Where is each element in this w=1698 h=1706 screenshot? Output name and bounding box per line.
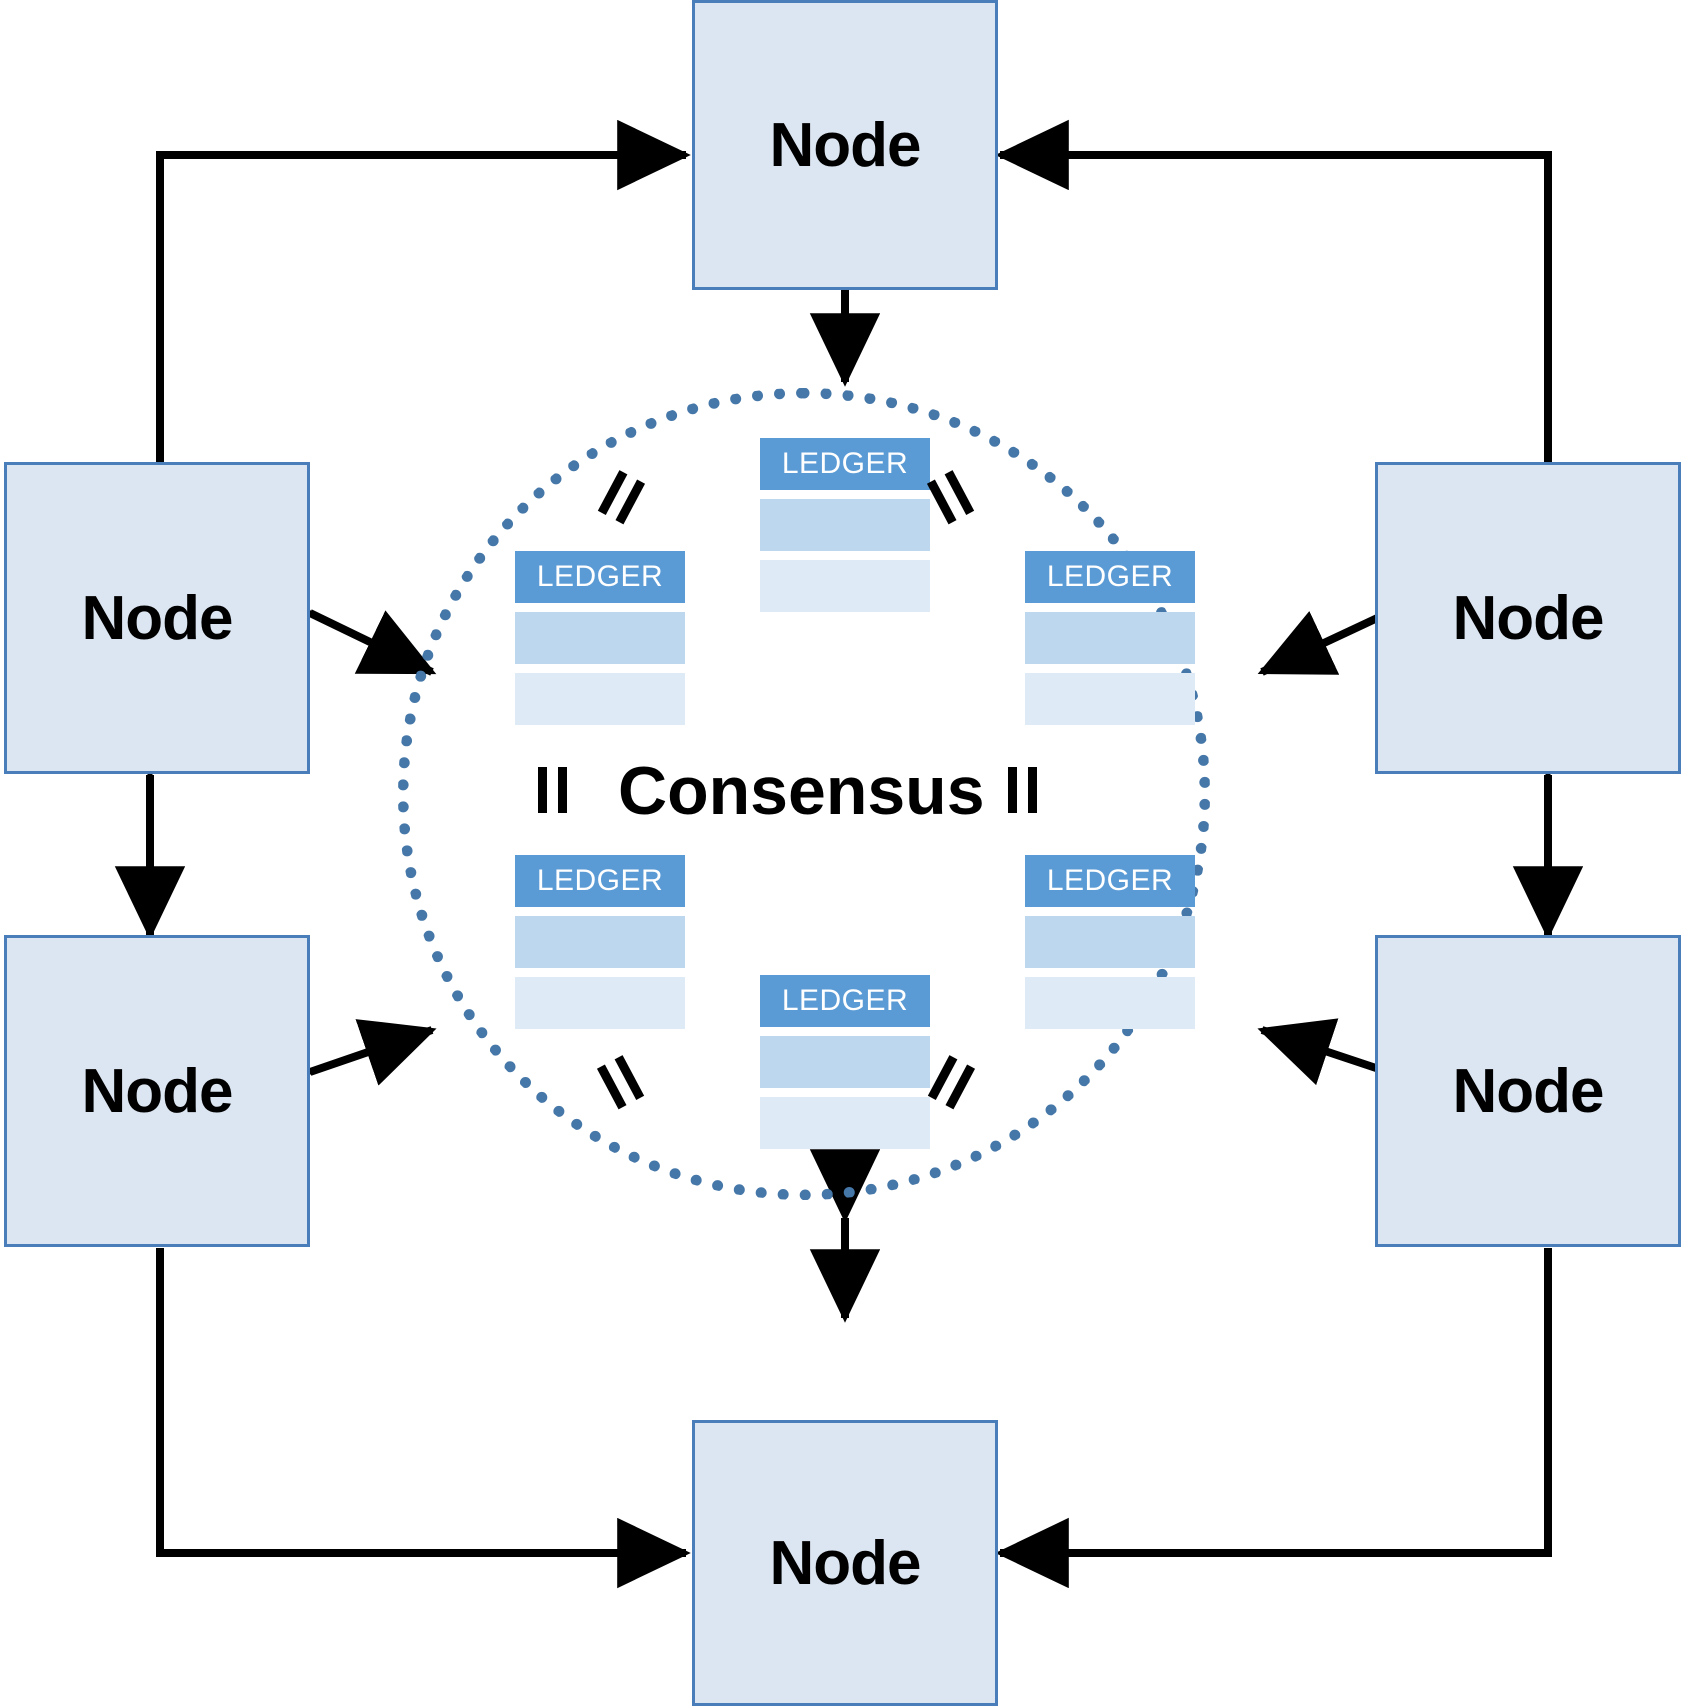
ledger-top-row-1 bbox=[760, 499, 930, 551]
ledger-lower-left-row-1 bbox=[515, 916, 685, 968]
ledger-lower-right-row-1 bbox=[1025, 916, 1195, 968]
node-top-label: Node bbox=[769, 110, 922, 180]
equals-mid-right-icon bbox=[1003, 767, 1043, 813]
node-right-upper[interactable]: Node bbox=[1375, 462, 1681, 774]
arrow-rightlower-to-bottom bbox=[995, 1248, 1552, 1589]
ledger-bottom-row-2 bbox=[760, 1097, 930, 1149]
ledger-lower-left-row-2 bbox=[515, 977, 685, 1029]
arrow-leftupper-node-to-consensus bbox=[232, 551, 437, 676]
node-left-upper[interactable]: Node bbox=[4, 462, 310, 774]
node-right-lower-label: Node bbox=[1452, 1056, 1605, 1126]
consensus-circle bbox=[398, 388, 1210, 1200]
ledger-top-header: LEDGER bbox=[760, 438, 930, 490]
arrow-leftlower-node-to-consensus bbox=[233, 1019, 437, 1128]
ledger-top[interactable]: LEDGER bbox=[760, 438, 930, 612]
ledger-upper-left-row-1 bbox=[515, 612, 685, 664]
ledger-bottom-row-1 bbox=[760, 1036, 930, 1088]
ledger-upper-right-row-2 bbox=[1025, 673, 1195, 725]
ledger-bottom-header: LEDGER bbox=[760, 975, 930, 1027]
node-top[interactable]: Node bbox=[692, 0, 998, 290]
ledger-lower-right[interactable]: LEDGER bbox=[1025, 855, 1195, 1029]
ledger-top-row-2 bbox=[760, 560, 930, 612]
ledger-upper-left-row-2 bbox=[515, 673, 685, 725]
node-left-lower-label: Node bbox=[81, 1056, 234, 1126]
ledger-lower-left[interactable]: LEDGER bbox=[515, 855, 685, 1029]
ledger-lower-right-header: LEDGER bbox=[1025, 855, 1195, 907]
ledger-lower-left-header: LEDGER bbox=[515, 855, 685, 907]
equals-mid-left-icon bbox=[533, 767, 573, 813]
ledger-upper-left-header: LEDGER bbox=[515, 551, 685, 603]
node-bottom-label: Node bbox=[769, 1528, 922, 1598]
ledger-bottom[interactable]: LEDGER bbox=[760, 975, 930, 1149]
consensus-label: Consensus bbox=[618, 753, 985, 829]
node-bottom[interactable]: Node bbox=[692, 1420, 998, 1706]
ledger-upper-right[interactable]: LEDGER bbox=[1025, 551, 1195, 725]
node-right-upper-label: Node bbox=[1452, 583, 1605, 653]
node-right-lower[interactable]: Node bbox=[1375, 935, 1681, 1247]
ledger-upper-right-header: LEDGER bbox=[1025, 551, 1195, 603]
arrow-leftlower-to-bottom bbox=[156, 1248, 691, 1589]
node-left-lower[interactable]: Node bbox=[4, 935, 310, 1247]
ledger-upper-left[interactable]: LEDGER bbox=[515, 551, 685, 725]
arrow-rightlower-node-to-consensus bbox=[1257, 1018, 1465, 1128]
arrow-leftupper-to-top bbox=[156, 119, 691, 462]
ledger-upper-right-row-1 bbox=[1025, 612, 1195, 664]
ledger-lower-right-row-2 bbox=[1025, 977, 1195, 1029]
arrow-rightupper-to-top bbox=[995, 119, 1552, 462]
arrow-rightupper-node-to-consensus bbox=[1257, 551, 1466, 676]
node-left-upper-label: Node bbox=[81, 583, 234, 653]
